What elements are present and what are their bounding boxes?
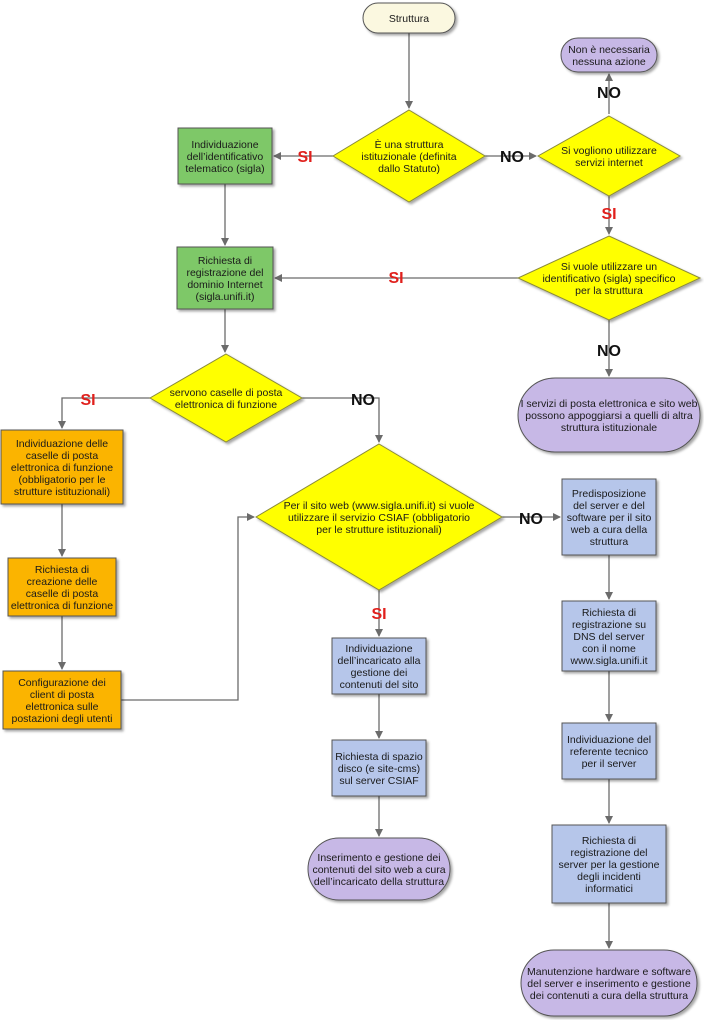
node-text: I servizi di posta elettronica e sito we… bbox=[521, 398, 698, 434]
process-box bbox=[561, 600, 657, 672]
node-t-other: I servizi di posta elettronica e sito we… bbox=[517, 377, 701, 453]
start-terminator bbox=[362, 2, 456, 34]
end-terminator bbox=[517, 377, 701, 453]
label-no-d3: NO bbox=[597, 343, 621, 360]
decision-diamond bbox=[255, 443, 503, 591]
process-box bbox=[7, 557, 117, 617]
process-box bbox=[176, 246, 274, 310]
process-box bbox=[2, 670, 122, 730]
flow-arrow bbox=[302, 397, 383, 443]
label-si-d1: SI bbox=[297, 149, 312, 166]
label-no-d1: NO bbox=[500, 149, 524, 166]
flowchart-edge-labels: SI NO NO SI SI NO SI NO NO SI bbox=[80, 85, 621, 623]
label-si-d5: SI bbox=[371, 606, 386, 623]
decision-diamond bbox=[536, 115, 682, 197]
end-terminator bbox=[560, 37, 658, 73]
label-si-d3: SI bbox=[388, 270, 403, 287]
decision-diamond bbox=[332, 109, 486, 203]
process-box bbox=[561, 722, 657, 780]
end-terminator bbox=[307, 837, 451, 901]
label-no-d5: NO bbox=[519, 511, 543, 528]
process-box bbox=[561, 478, 657, 556]
node-start: StrutturaStruttura bbox=[362, 2, 456, 34]
end-terminator bbox=[520, 949, 698, 1017]
process-box bbox=[551, 824, 667, 904]
node-text: Per il sito web (www.sigla.unifi.it) si … bbox=[284, 500, 475, 536]
flow-arrow bbox=[58, 397, 150, 429]
flow-arrow bbox=[121, 513, 255, 701]
label-no-d4: NO bbox=[351, 392, 375, 409]
label-si-d4: SI bbox=[80, 392, 95, 409]
process-box bbox=[331, 739, 427, 797]
process-box bbox=[177, 127, 273, 185]
decision-diamond bbox=[516, 235, 702, 321]
label-no-d2: NO bbox=[597, 85, 621, 102]
process-box bbox=[0, 429, 124, 505]
decision-diamond bbox=[149, 353, 303, 443]
node-text: Struttura bbox=[389, 13, 429, 25]
process-box bbox=[331, 637, 427, 695]
flowchart-edges bbox=[58, 33, 613, 949]
node-d5: Per il sito web (www.sigla.unifi.it) si … bbox=[255, 443, 503, 591]
label-si-d2: SI bbox=[601, 206, 616, 223]
